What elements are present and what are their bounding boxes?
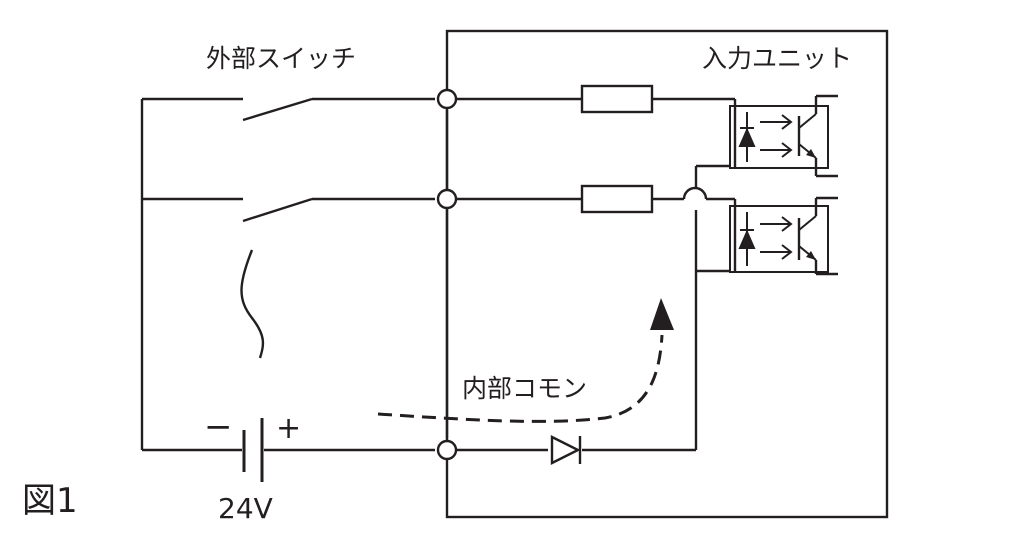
input-line-2 [456,184,737,214]
resistor-1 [580,84,654,114]
resistor-2 [580,184,654,214]
current-flow-arrow [377,298,674,423]
label-external-switch: 外部スイッチ [206,44,356,73]
optocoupler-2 [729,196,838,276]
optocoupler-1 [729,94,838,178]
omission-squiggle [240,249,265,359]
input-line-1 [456,84,737,114]
battery-24v [142,418,435,482]
label-battery-minus: − [204,407,233,447]
label-battery-plus: + [276,411,301,446]
external-switch-1 [142,97,435,122]
terminal-common [436,439,458,461]
terminal-1 [436,88,458,110]
label-figure: 図1 [22,481,78,521]
label-internal-common: 内部コモン [462,374,587,403]
label-input-unit: 入力ユニット [702,44,852,73]
common-return-path [456,164,735,452]
common-diode [550,435,582,465]
external-switch-2 [142,197,435,223]
terminal-2 [436,188,458,210]
label-voltage: 24V [218,492,273,525]
